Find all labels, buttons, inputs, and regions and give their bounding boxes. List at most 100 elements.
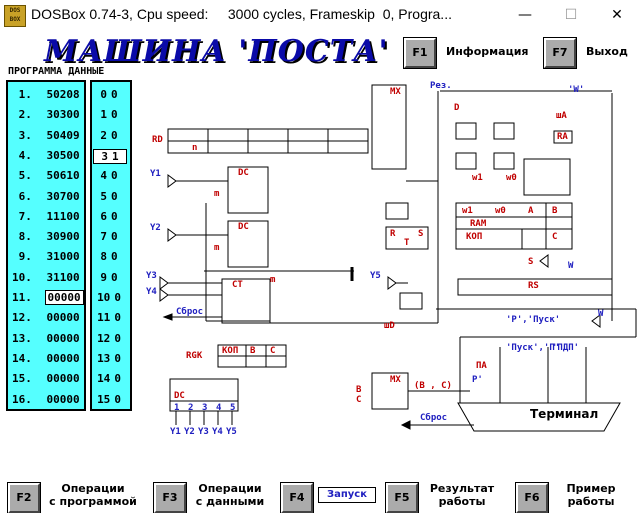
- dc-output-label: Y3: [198, 427, 209, 437]
- data-row-value[interactable]: 0: [111, 88, 118, 101]
- program-row-value[interactable]: 30900: [46, 230, 80, 244]
- data-row-value[interactable]: 0: [111, 230, 118, 244]
- diagram-label-d: D: [454, 103, 460, 113]
- program-row[interactable]: 16. 00000: [12, 393, 82, 406]
- program-row[interactable]: 11. 00000: [12, 290, 84, 305]
- data-row-value[interactable]: 0: [114, 392, 121, 406]
- data-row-value[interactable]: 1: [112, 149, 119, 163]
- f7-key[interactable]: F7: [544, 38, 576, 68]
- diagram-label-b: B: [552, 206, 558, 216]
- diagram-label-b: B: [250, 346, 256, 356]
- f1-key[interactable]: F1: [404, 38, 436, 68]
- program-row[interactable]: 1. 50208: [12, 88, 82, 101]
- program-row-value[interactable]: 00000: [46, 331, 80, 345]
- data-row-value[interactable]: 0: [111, 189, 118, 203]
- dc-output-number: 2: [188, 403, 194, 413]
- diagram-label-w0: w0: [506, 173, 517, 183]
- dc-block-2: [227, 220, 269, 268]
- data-row-value[interactable]: 0: [111, 270, 118, 284]
- program-row-value[interactable]: 00000: [46, 351, 80, 365]
- data-row-value[interactable]: 0: [111, 128, 118, 142]
- diagram-label-n: n: [192, 143, 198, 153]
- program-row[interactable]: 13. 00000: [12, 332, 82, 345]
- program-row-value[interactable]: 00000: [46, 392, 80, 406]
- program-row-value[interactable]: 30700: [46, 189, 80, 203]
- info-label[interactable]: Информация: [446, 45, 529, 58]
- program-row-value[interactable]: 30300: [46, 108, 80, 122]
- program-row[interactable]: 9. 31000: [12, 250, 82, 263]
- data-row-value[interactable]: 0: [111, 209, 118, 223]
- program-row-number: 15.: [12, 372, 32, 386]
- program-row[interactable]: 8. 30900: [12, 230, 82, 243]
- program-row[interactable]: 6. 30700: [12, 190, 82, 203]
- data-row-index: 3: [101, 149, 108, 163]
- program-row-value[interactable]: 31000: [46, 250, 80, 264]
- program-row-value[interactable]: 50409: [46, 128, 80, 142]
- data-row-value[interactable]: 0: [114, 351, 121, 365]
- f3-key[interactable]: F3: [154, 483, 186, 513]
- data-row-value[interactable]: 0: [114, 372, 121, 386]
- program-row-value[interactable]: 50610: [46, 169, 80, 183]
- f2-key[interactable]: F2: [8, 483, 40, 513]
- data-row-index: 9: [100, 270, 107, 284]
- diagram-label-pdp: 'ПДП': [552, 343, 580, 353]
- program-row[interactable]: 10. 31100: [12, 271, 82, 284]
- program-row[interactable]: 15. 00000: [12, 372, 82, 385]
- minimize-button[interactable]: —: [518, 7, 532, 23]
- diagram-label-y5: Y5: [370, 271, 381, 281]
- program-row-value[interactable]: 00000: [46, 372, 80, 386]
- program-row-value[interactable]: 11100: [46, 209, 80, 223]
- program-row[interactable]: 14. 00000: [12, 352, 82, 365]
- data-row-value[interactable]: 0: [114, 311, 121, 325]
- program-row-value[interactable]: 30500: [46, 148, 80, 162]
- program-row-value[interactable]: 00000: [46, 311, 80, 325]
- diagram-label-t: T: [404, 238, 410, 248]
- program-row[interactable]: 7. 11100: [12, 210, 82, 223]
- data-row-value[interactable]: 0: [111, 250, 118, 264]
- data-row-value[interactable]: 0: [114, 331, 121, 345]
- program-row-value[interactable]: 31100: [46, 270, 80, 284]
- program-row[interactable]: 12. 00000: [12, 311, 82, 324]
- close-button[interactable]: ✕: [611, 7, 623, 23]
- program-row[interactable]: 2. 30300: [12, 108, 82, 121]
- diagram-label-p2: P': [472, 375, 483, 385]
- program-row-number: 5.: [12, 169, 32, 183]
- data-row-index: 15: [97, 392, 111, 406]
- program-row[interactable]: 3. 50409: [12, 129, 82, 142]
- f5-key[interactable]: F5: [386, 483, 418, 513]
- f4-key[interactable]: F4: [281, 483, 313, 513]
- maximize-button[interactable]: ☐: [564, 7, 578, 23]
- exit-label[interactable]: Выход: [586, 45, 628, 58]
- diagram-label-dc: DC: [238, 168, 249, 178]
- data-row-value[interactable]: 0: [111, 169, 118, 183]
- program-row[interactable]: 5. 50610: [12, 169, 82, 182]
- start-button[interactable]: Запуск: [318, 487, 376, 503]
- data-row-value[interactable]: 0: [111, 108, 118, 122]
- program-row[interactable]: 4. 30500: [12, 149, 82, 162]
- program-row-value[interactable]: 50208: [46, 88, 80, 101]
- program-row-number: 13.: [12, 331, 32, 345]
- program-row-value[interactable]: 00000: [44, 290, 84, 305]
- data-row-value[interactable]: 0: [114, 291, 121, 304]
- f6-key[interactable]: F6: [516, 483, 548, 513]
